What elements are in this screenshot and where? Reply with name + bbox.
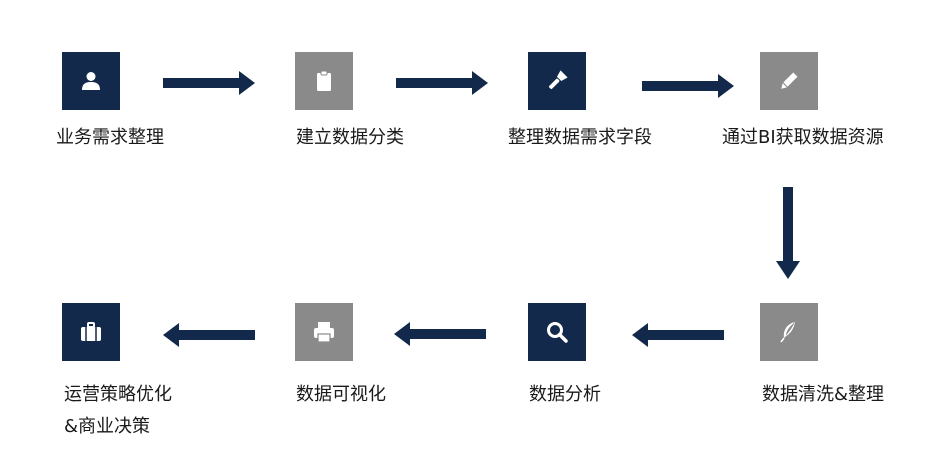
briefcase-icon [81,322,101,341]
step-8-label-line-1: 运营策略优化 [64,384,172,405]
step-7-box [295,303,353,361]
step-5-label: 数据清洗&整理 [762,384,885,405]
step-1-label: 业务需求整理 [56,127,164,148]
step-4-label: 通过BI获取数据资源 [722,127,884,148]
arrow-right-1 [163,71,255,95]
arrow-down [776,187,800,279]
feather-icon [780,322,795,343]
step-3-box [528,52,586,110]
arrow-left-1 [632,323,724,347]
step-8-label-line-2: &商业决策 [64,416,151,437]
step-5-box [760,303,818,361]
user-icon [82,72,100,90]
step-6-label: 数据分析 [529,384,601,405]
step-1-box [62,52,120,110]
step-8-box [62,303,120,361]
step-3-label: 整理数据需求字段 [508,127,652,148]
search-icon [547,322,568,343]
step-4-box [760,52,818,110]
step-2-label: 建立数据分类 [296,127,404,148]
arrow-right-2 [396,71,488,95]
step-7-label: 数据可视化 [296,384,386,405]
pencil-icon [781,72,798,89]
flashlight-icon [548,70,568,90]
arrow-left-3 [163,323,255,347]
clipboard-icon [317,70,331,91]
step-6-box [528,303,586,361]
printer-icon [314,322,334,343]
step-2-box [295,52,353,110]
arrow-left-2 [394,322,486,346]
arrow-right-3 [642,74,734,98]
